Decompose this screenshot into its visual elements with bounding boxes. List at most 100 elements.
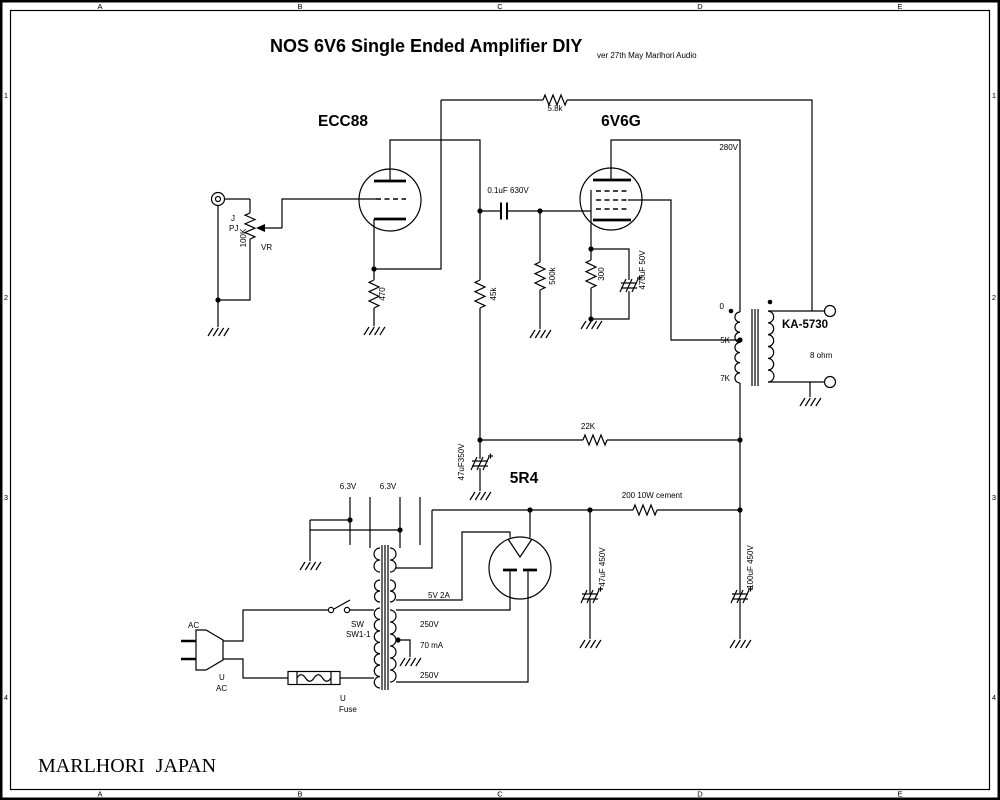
junction xyxy=(215,297,221,303)
ground-47uf350 xyxy=(469,491,492,501)
resistor-45k xyxy=(473,279,487,309)
label-plate-voltage: 280V xyxy=(719,143,738,152)
inner-border xyxy=(9,9,991,791)
frame-col-bottom: C xyxy=(497,790,503,799)
power-transformer xyxy=(373,545,397,690)
junction xyxy=(371,266,377,272)
frame-col-bottom: B xyxy=(297,790,302,799)
label-tap-7k: 7K xyxy=(720,374,730,383)
ground-heater-bus xyxy=(299,561,322,571)
resistor-5.8k xyxy=(542,93,568,107)
ground-cap1 xyxy=(579,639,602,649)
junction xyxy=(397,527,403,533)
resistor-200-cement xyxy=(632,503,658,517)
label-switch-2: SW1-1 xyxy=(346,630,371,639)
frame-row-right: 3 xyxy=(992,493,996,502)
wire-feedback-top-right xyxy=(567,99,813,311)
tube-ecc88 xyxy=(358,168,422,232)
ac-plug xyxy=(181,629,224,671)
label-filter-r: 200 10W cement xyxy=(622,491,683,500)
frame-grid-labels: A B C D E A B C D E 1 2 3 4 1 2 3 4 xyxy=(4,2,996,799)
label-tap-5k: 5K xyxy=(720,336,730,345)
label-filter-cap-2: 100uF 450V xyxy=(746,545,755,589)
resistors xyxy=(367,93,658,517)
ground-500k xyxy=(529,329,552,339)
frame-col-bottom: A xyxy=(97,790,102,799)
frame-col-top: C xyxy=(497,2,503,11)
wire-bias-bottom xyxy=(591,291,630,320)
junction-dots xyxy=(215,208,743,643)
label-plate-r: 45k xyxy=(489,287,498,301)
junction xyxy=(587,507,593,513)
opt-primary-coil xyxy=(734,311,741,384)
junction xyxy=(537,208,543,214)
label-cathode-r-6v6: 300 xyxy=(597,267,606,281)
ground-symbols xyxy=(207,320,822,667)
tube-5r4 xyxy=(488,536,552,600)
label-pot-name: VR xyxy=(261,243,272,252)
switch-contact-left xyxy=(327,606,335,614)
fuse-body xyxy=(287,670,341,686)
circuit-wiring xyxy=(217,99,825,683)
coupling-cap-plates xyxy=(500,202,508,220)
switch-lever xyxy=(333,599,351,610)
resistor-470 xyxy=(367,279,381,309)
frame-row-left: 2 xyxy=(4,293,8,302)
wire-mains-bottom xyxy=(223,658,288,679)
frame-col-top: A xyxy=(97,2,102,11)
plug-prongs xyxy=(181,639,196,661)
wire-5r4-plate-left xyxy=(396,571,511,611)
label-fuse-u: U xyxy=(340,694,346,703)
input-jack xyxy=(210,191,226,207)
label-coupling-cap: 0.1uF 630V xyxy=(487,186,529,195)
pot-wiper-arrow xyxy=(256,224,265,232)
wire-pot-bottom xyxy=(218,239,251,301)
label-pot-value: 100K xyxy=(239,228,248,247)
brand-signature: MARLHORI JAPAN xyxy=(38,755,216,777)
pot-resistor-body xyxy=(243,212,257,240)
switch-contact-right xyxy=(343,606,351,614)
junction xyxy=(737,437,743,443)
ground-470 xyxy=(363,326,386,336)
coupling-cap xyxy=(500,202,508,220)
label-tap-0: 0 xyxy=(720,302,725,311)
ground-cap2 xyxy=(729,639,752,649)
opt-core xyxy=(751,309,759,386)
wire-center-tap xyxy=(398,639,411,657)
label-ht-current: 70 mA xyxy=(420,641,444,650)
label-tube-rectifier: 5R4 xyxy=(510,470,539,487)
label-tube-preamp: ECC88 xyxy=(318,113,368,130)
label-grid-r: 500k xyxy=(548,266,557,284)
6v6-envelope xyxy=(579,167,643,231)
junction xyxy=(737,507,743,513)
volume-pot xyxy=(243,212,265,240)
wire-ecc88-plate xyxy=(389,139,481,211)
label-switch-1: SW xyxy=(351,620,364,629)
jack-inner-ring xyxy=(214,195,222,203)
opt-primary-phase-dot xyxy=(728,308,734,314)
opt-secondary-coil xyxy=(767,310,775,383)
label-screen-feed-r: 22K xyxy=(581,422,596,431)
wire-rail-to-5v xyxy=(396,510,433,569)
label-jack: J xyxy=(231,214,235,223)
label-plug-ac: AC xyxy=(216,684,227,693)
frame-col-bottom: D xyxy=(697,790,703,799)
output-transformer xyxy=(728,299,837,389)
frame-row-left: 4 xyxy=(4,693,8,702)
frame-col-top: E xyxy=(897,2,902,11)
tube-6v6g xyxy=(579,167,643,231)
junction-5k-tap xyxy=(737,337,743,343)
cap-47uf-450v xyxy=(580,586,603,604)
pt-secondary-coils xyxy=(389,547,397,683)
junction xyxy=(588,316,594,322)
speaker-terminal-minus xyxy=(823,375,837,389)
wire-ecc88-cathode-feedback xyxy=(373,100,442,270)
component-labels: ECC88 6V6G 5R4 KA-5730 5.8k 280V 0.1uF 6… xyxy=(188,104,833,714)
power-switch xyxy=(327,599,351,614)
frame-col-top: D xyxy=(697,2,703,11)
label-ht-upper: 250V xyxy=(420,620,439,629)
cap-470uf-50v xyxy=(619,275,642,293)
wire-6v6-screen-tap xyxy=(628,199,740,341)
